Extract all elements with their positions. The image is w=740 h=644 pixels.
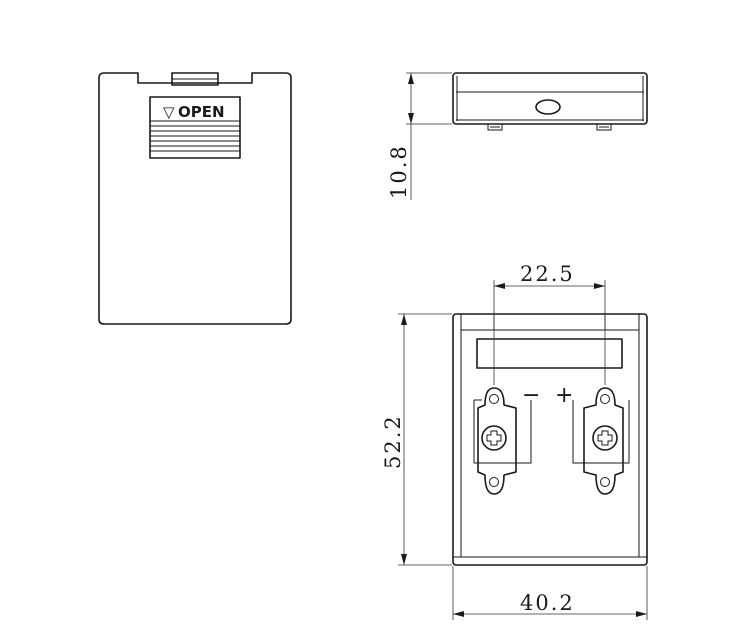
open-label-plate [149, 96, 241, 159]
open-label: OPEN [178, 103, 225, 121]
polarity-positive-sign: + [555, 383, 573, 408]
dimension-label-body-height: 52.2 [381, 414, 405, 469]
dimension-height-side: 10.8 [387, 72, 452, 200]
dimension-label-terminal-spacing: 22.5 [520, 262, 575, 286]
side-screw-hole [535, 99, 561, 115]
side-body-outline [452, 72, 648, 125]
side-profile-view [452, 72, 648, 131]
negative-screw-cross-icon [486, 430, 502, 446]
positive-screw-cross-icon [597, 430, 613, 446]
terminal-positive [572, 387, 630, 495]
side-terminal-right [596, 123, 612, 131]
dimension-label-height-side: 10.8 [387, 144, 411, 199]
polarity-negative-sign: − [522, 383, 540, 408]
grip-ribs [150, 125, 240, 152]
holder-outer-outline [452, 313, 648, 566]
holder-battery-slot [476, 338, 623, 369]
cover-front-view: ▽ OPEN [98, 72, 292, 325]
open-arrow-icon: ▽ [163, 103, 175, 121]
cover-outline [98, 72, 292, 325]
dimension-label-body-width: 40.2 [520, 591, 575, 615]
dimension-body-height: 52.2 [381, 313, 452, 566]
side-terminal-left [487, 123, 503, 131]
dimension-terminal-spacing: 22.5 [493, 262, 606, 385]
holder-top-view: − + [452, 313, 648, 566]
positive-screw [592, 425, 618, 451]
dimension-body-width: 40.2 [452, 566, 648, 620]
terminal-negative [473, 387, 532, 495]
negative-screw [481, 425, 507, 451]
